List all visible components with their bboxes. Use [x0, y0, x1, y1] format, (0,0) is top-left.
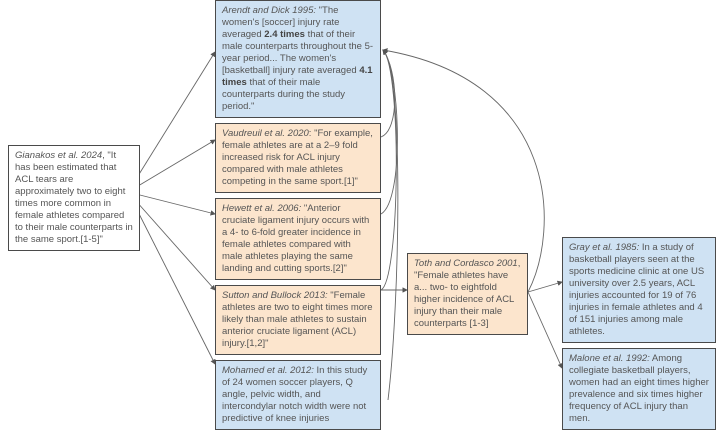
citation: Arendt and Dick 1995: [222, 5, 317, 16]
node-malone: Malone et al. 1992: Among collegiate bas… [562, 348, 716, 430]
node-vaudreuil: Vaudreuil et al. 2020: "For example, fem… [215, 123, 381, 193]
quote: "Female athletes are two to eight times … [222, 290, 373, 349]
quote: "Anterior cruciate ligament injury occur… [222, 203, 370, 274]
node-hewett: Hewett et al. 2006: "Anterior cruciate l… [215, 198, 381, 280]
arrow-toth-malone [527, 291, 563, 369]
arrow-mohamed-arendt [382, 49, 399, 401]
arrow-vaudreuil-arendt [380, 49, 396, 138]
right-column: Gray et al. 1985: In a study of basketba… [562, 237, 716, 430]
connector-arrows [127, 48, 563, 401]
citation: Sutton and Bullock 2013: [222, 290, 328, 301]
arrow-gianakos-arendt [127, 51, 216, 193]
node-mohamed: Mohamed et al. 2012: In this study of 24… [215, 360, 381, 430]
node-arendt: Arendt and Dick 1995: "The women's [socc… [215, 0, 381, 118]
node-toth: Toth and Cordasco 2001, "Female athletes… [407, 253, 528, 335]
node-gray: Gray et al. 1985: In a study of basketba… [562, 237, 716, 343]
arrow-gianakos-mohamed [127, 191, 216, 365]
arrow-hewett-arendt [380, 49, 398, 215]
middle-column: Arendt and Dick 1995: "The women's [socc… [215, 0, 381, 430]
citation: Hewett et al. 2006: [222, 203, 302, 214]
quote: "The women's [soccer] injury rate averag… [222, 5, 340, 40]
quote: that of their male counterparts througho… [222, 29, 374, 76]
node-gianakos: Gianakos et al. 2024, "It has been estim… [8, 145, 140, 251]
citation: Mohamed et al. 2012: [222, 365, 314, 376]
arrow-gianakos-vaudreuil [127, 139, 216, 193]
quote: , "Female athletes have a... two- to eig… [414, 258, 521, 329]
quote: In a study of basketball players seen at… [569, 242, 705, 337]
citation: Vaudreuil et al. 2020 [222, 128, 309, 139]
quote: : "For example, female athletes are at a… [222, 128, 373, 187]
arrow-gianakos-hewett [127, 191, 216, 216]
node-sutton: Sutton and Bullock 2013: "Female athlete… [215, 285, 381, 355]
citation: Malone et al. 1992: [569, 353, 650, 364]
quote: that of their male counterparts during t… [222, 77, 346, 112]
quote: , "It has been estimated that ACL tears … [15, 150, 133, 245]
citation: Gianakos et al. 2024 [15, 150, 103, 161]
citation: Gray et al. 1985: [569, 242, 640, 253]
quote-bold: 2.4 times [264, 29, 305, 40]
arrow-gianakos-sutton [127, 191, 216, 291]
citation: Toth and Cordasco 2001 [414, 258, 518, 269]
arrow-toth-gray [527, 280, 563, 293]
arrow-toth-arendt [382, 48, 545, 293]
quote-bold: 4.1 times [222, 65, 373, 88]
